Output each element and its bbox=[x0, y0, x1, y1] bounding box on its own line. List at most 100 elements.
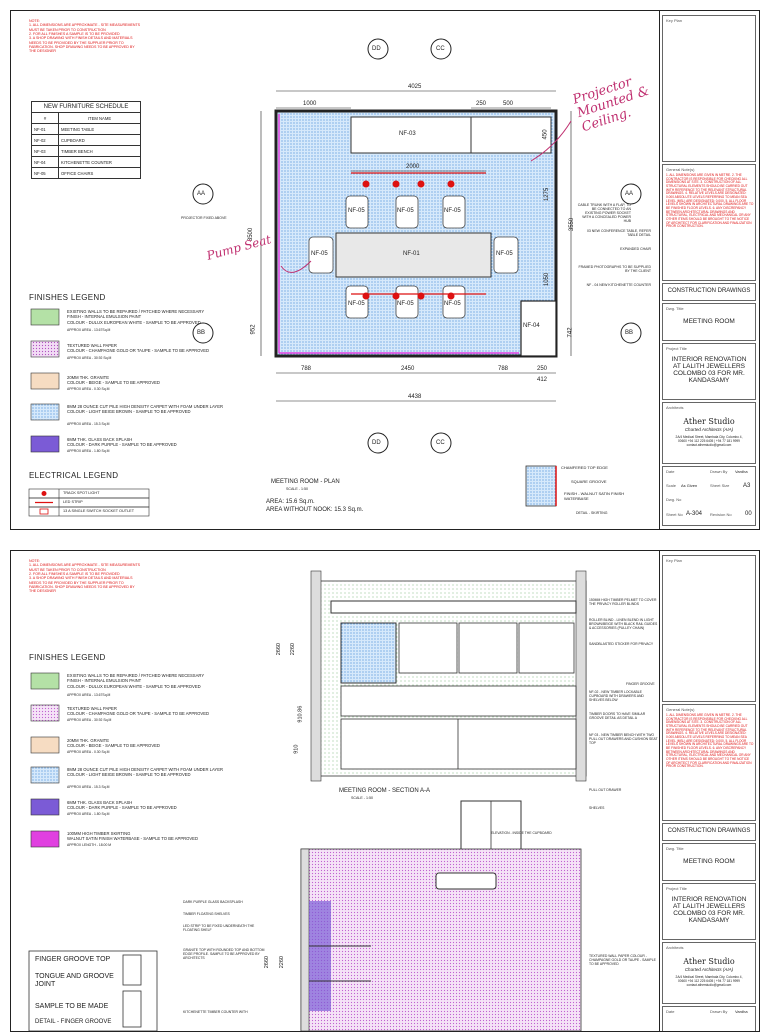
detail-label: FINISH - WALNUT SATIN FINISH WATERBASE bbox=[564, 491, 625, 501]
furniture-label: NF-01 bbox=[403, 251, 420, 257]
dim-label: 250 bbox=[476, 101, 487, 107]
groove-label: TONGUE AND GROOVE JOINT bbox=[35, 973, 114, 989]
groove-label: SAMPLE TO BE MADE bbox=[35, 1003, 109, 1010]
key-plan-box: Key Plan bbox=[662, 15, 756, 162]
section-callout: NF 03 - NEW TIMBER BENCH WITH TWO PULL O… bbox=[589, 733, 658, 745]
dim-label: 1275 bbox=[544, 187, 551, 202]
meeting-table bbox=[335, 232, 492, 278]
section-drawing bbox=[28, 570, 587, 1031]
furniture-label: NF-05 bbox=[397, 208, 414, 214]
dim-label: 788 bbox=[498, 366, 509, 372]
electrical-item: LED STRIP bbox=[63, 500, 83, 504]
groove-label: FINGER GROOVE TOP bbox=[35, 956, 111, 963]
dwg-title-box: Dwg. Title MEETING ROOM bbox=[662, 303, 756, 341]
legend-item: EXISTING WALLS TO BE REPAIRED / PATCHED … bbox=[67, 673, 205, 689]
detail-label: CHAMFERED TOP EDGE bbox=[561, 465, 608, 470]
detail-title: DETAIL - SKIRTING bbox=[576, 511, 608, 515]
legend-item: 20MM THK. GRANITE COLOUR - BEIGE - SAMPL… bbox=[67, 375, 160, 386]
section-callout: LED STRIP TO BE FIXED UNDERNEATH THE FLO… bbox=[183, 924, 255, 932]
section-callout: ROLLER BLIND - LINEN BLEND IN LIGHT BROW… bbox=[589, 618, 658, 630]
schedule-title: NEW FURNITURE SCHEDULE bbox=[31, 101, 141, 113]
plan-callout: EXPANDED CHAIR bbox=[620, 247, 651, 251]
furniture-label: NF-05 bbox=[348, 301, 365, 307]
cupboard bbox=[340, 622, 397, 684]
plan-callout: PROJECTOR FIXED ABOVE bbox=[181, 216, 227, 220]
dim-label: 2450 bbox=[401, 366, 415, 372]
dim-label: 4025 bbox=[408, 84, 422, 90]
furniture-label: NF-04 bbox=[523, 323, 540, 329]
section-callout: TIMBER DOORS TO HAVE SIMILAR GROOVE DETA… bbox=[589, 712, 646, 720]
section-marker-label: DD bbox=[372, 46, 381, 52]
plan-area-nook: AREA WITHOUT NOOK: 15.3 Sq.m. bbox=[266, 507, 364, 513]
project-title-box: Project Title INTERIOR RENOVATION AT LAL… bbox=[662, 343, 756, 400]
legend-item: EXISTING WALLS TO BE REPAIRED / PATCHED … bbox=[67, 309, 205, 325]
legend-item: 100MM HIGH TIMBER SKIRTING WALNUT SATIN … bbox=[67, 831, 199, 842]
dim-label: 2260 bbox=[289, 643, 296, 656]
section-title: MEETING ROOM - SECTION A-A bbox=[339, 788, 431, 794]
dim-label: 412 bbox=[537, 377, 548, 383]
timber-bench bbox=[350, 116, 472, 154]
section-marker-label: CC bbox=[436, 440, 445, 446]
legend-item: 8MM 28 OUNCE CUT PILE HIGH DENSITY CARPE… bbox=[67, 404, 224, 415]
schedule-col-name: ITEM NAME bbox=[58, 112, 141, 124]
furniture-label: NF-05 bbox=[496, 251, 513, 257]
section-callout: SHELVES bbox=[589, 806, 605, 810]
plan-callout: NF - 04 NEW KITCHENETTE COUNTER bbox=[586, 283, 651, 287]
legend-item: 8MM 28 OUNCE CUT PILE HIGH DENSITY CARPE… bbox=[67, 767, 224, 778]
plan-callout: CABLE TRUNK WITH A FLAP, TO BE CONNECTED… bbox=[577, 203, 631, 224]
section-callout: GRANITE TOP WITH ROUNDED TOP AND BOTTOM … bbox=[183, 948, 265, 960]
sheet-info-box: Date Drawn By Vardha Scale As Given Shee… bbox=[662, 466, 756, 526]
title-block: Key Plan General Note(s) 1. ALL DIMENSIO… bbox=[659, 11, 758, 529]
plan-area: AREA: 15.6 Sq.m. bbox=[266, 499, 315, 505]
project-title: INTERIOR RENOVATION AT LALITH JEWELLERS … bbox=[671, 356, 747, 384]
legend-item: TEXTURED WALL PAPER COLOUR - CHAMPAGNE G… bbox=[67, 343, 210, 354]
dim-label: 1050 bbox=[544, 272, 551, 287]
drawing-sheet-plan: NOTE: 1. ALL DIMENSIONS ARE APPROXIMATE … bbox=[10, 10, 760, 530]
dim-label: 952 bbox=[250, 324, 257, 335]
section-marker-label: BB bbox=[197, 330, 206, 336]
title-block: Key Plan General Note(s) 1. ALL DIMENSIO… bbox=[659, 551, 758, 1031]
electrical-item: 13 A SINGLE SWITCH SOCKET OUTLET bbox=[63, 509, 135, 513]
track-light-icons bbox=[351, 172, 486, 300]
section-marker-label: AA bbox=[197, 191, 206, 197]
section-marker-label: DD bbox=[372, 440, 381, 446]
section-marker-label: AA bbox=[625, 191, 634, 197]
dim-label: 788 bbox=[301, 366, 312, 372]
general-notes-box: General Note(s) 1. ALL DIMENSIONS ARE GI… bbox=[662, 164, 756, 281]
dim-label: 500 bbox=[503, 101, 514, 107]
electrical-legend-title: ELECTRICAL LEGEND bbox=[29, 471, 119, 480]
furniture-label: NF-05 bbox=[444, 208, 461, 214]
plan-callout: FRAMED PHOTOGRAPHS TO BE SUPPLIED BY THE… bbox=[578, 265, 651, 274]
skirting-detail bbox=[525, 465, 557, 507]
finishes-legend-title: FINISHES LEGEND bbox=[29, 653, 106, 662]
dim-label: 450 bbox=[542, 129, 549, 140]
legend-item: 6MM THK. GLASS BACK SPLASH COLOUR - DARK… bbox=[67, 437, 177, 448]
legend-item: TEXTURED WALL PAPER COLOUR - CHAMPAGNE G… bbox=[67, 706, 210, 717]
plan-title: MEETING ROOM - PLAN bbox=[271, 479, 340, 485]
section-callout: ELEVATION - INSIDE THE CUPBOARD bbox=[491, 831, 552, 835]
dim-label: 4438 bbox=[408, 394, 422, 400]
drawing-sheet-section: NOTE: 1. ALL DIMENSIONS ARE APPROXIMATE … bbox=[10, 550, 760, 1032]
section-callout: PULL OUT DRAWER bbox=[589, 788, 622, 792]
backsplash bbox=[309, 901, 331, 1011]
wall-hatch-right bbox=[575, 570, 587, 782]
general-notes-text: 1. ALL DIMENSIONS ARE GIVEN IN METRE. 2.… bbox=[666, 173, 754, 229]
dim-label: 742 bbox=[567, 327, 574, 338]
legend-item: 20MM THK. GRANITE COLOUR - BEIGE - SAMPL… bbox=[67, 738, 160, 749]
note-line: 1. ALL DIMENSIONS ARE APPROXIMATE - SITE… bbox=[29, 23, 141, 32]
section-marker-icons bbox=[192, 38, 642, 454]
section-callout: FINGER GROOVE bbox=[626, 682, 655, 686]
plan-scale: SCALE - 1:50 bbox=[286, 487, 308, 491]
detail-label: SQUARE GROOVE bbox=[571, 479, 607, 484]
legend-item: 6MM THK. GLASS BACK SPLASH COLOUR - DARK… bbox=[67, 800, 177, 811]
section-callout: TEXTURED WALL PAPER COLOUR - CHAMPAGNE G… bbox=[589, 954, 656, 966]
section-callout: SANDBLASTED STICKER FOR PRIVACY bbox=[589, 642, 654, 646]
general-notes-red: NOTE: 1. ALL DIMENSIONS ARE APPROXIMATE … bbox=[29, 19, 141, 69]
section-marker-label: BB bbox=[625, 330, 634, 336]
dim-label: 910.86 bbox=[297, 705, 304, 723]
